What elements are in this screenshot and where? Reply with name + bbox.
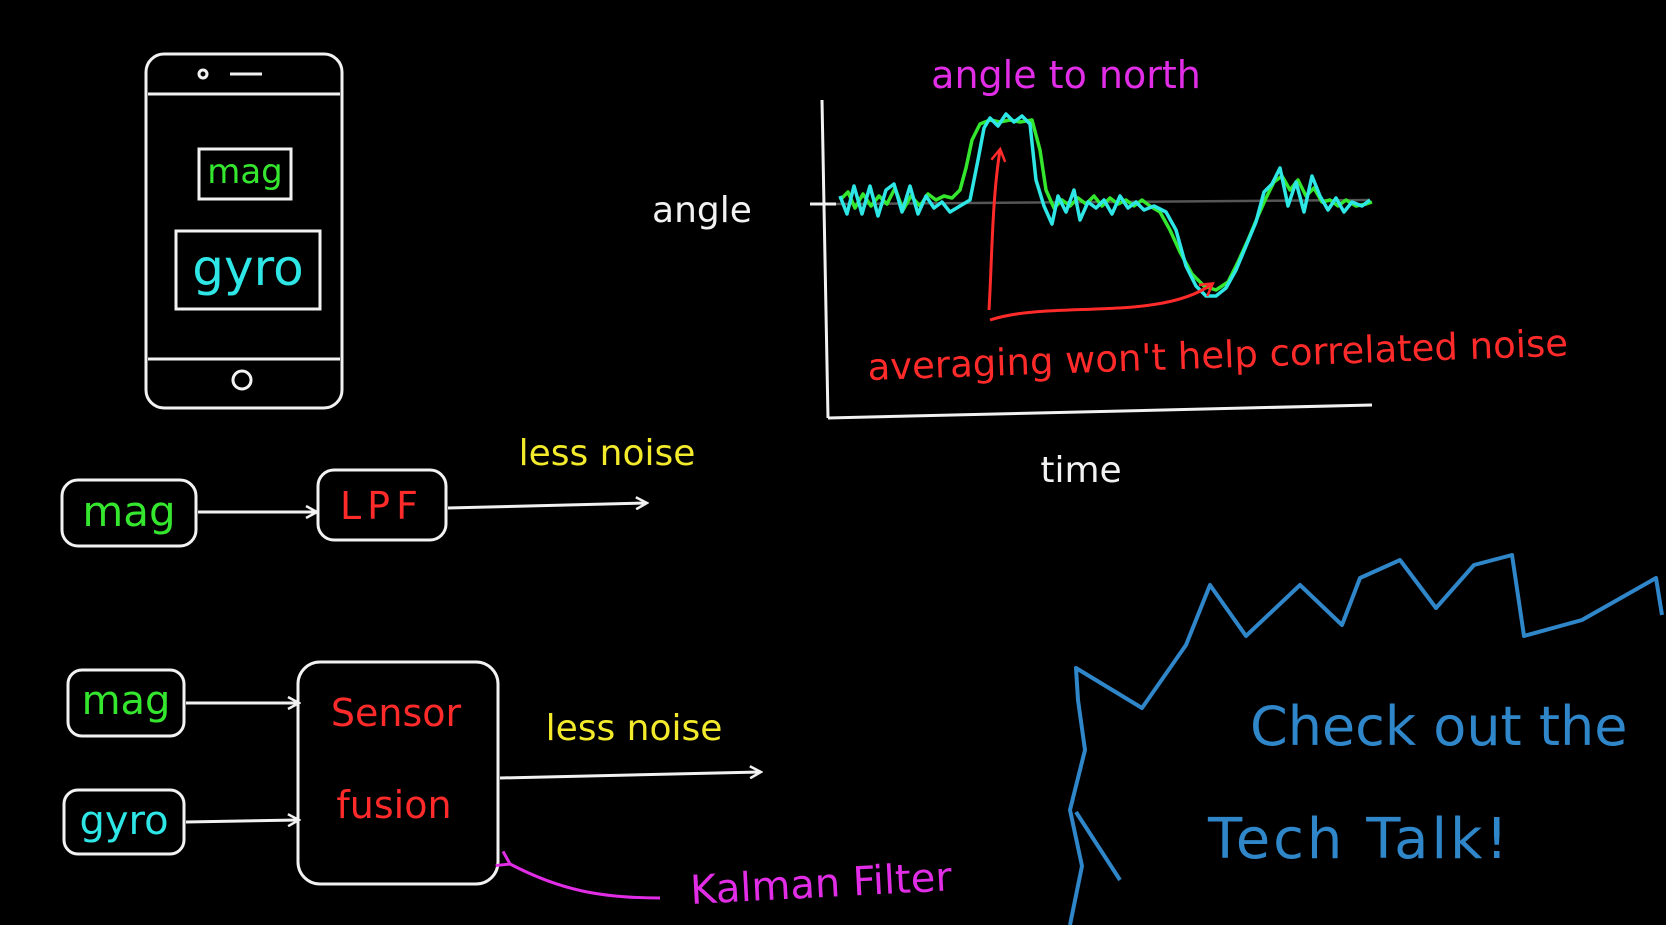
lpf-mag-label: mag — [82, 487, 175, 536]
fusion-chain: mag gyro Sensor fusion less noise Kalman… — [62, 660, 953, 914]
callout-burst-outline — [1068, 553, 1664, 925]
kalman-pointer-arrow — [510, 864, 661, 900]
tech-talk-callout: Check out the Tech Talk! — [1068, 553, 1664, 925]
phone-mag-box — [197, 147, 293, 201]
sensor-fusion-box — [296, 660, 500, 886]
lpf-box — [316, 468, 448, 542]
gyro-signal-line — [838, 112, 1372, 298]
phone-gyro-box — [174, 229, 322, 311]
fusion-output-arrow — [499, 772, 760, 780]
phone-body — [144, 52, 344, 410]
fusion-output-label: less noise — [546, 708, 723, 749]
graph-y-axis — [820, 99, 830, 419]
fusion-mag-label: mag — [82, 678, 171, 724]
fusion-gyro-label: gyro — [79, 798, 168, 844]
lpf-output-arrow — [447, 503, 646, 508]
graph-x-axis-label: time — [1040, 450, 1121, 491]
phone-camera — [197, 68, 209, 80]
phone-drawing — [144, 52, 344, 410]
lpf-output-label: less noise — [519, 433, 696, 474]
correlation-arrow-up — [987, 150, 1000, 311]
graph-x-axis — [827, 403, 1373, 420]
fusion-mag-box — [66, 668, 186, 738]
kalman-filter-label: Kalman Filter — [689, 854, 953, 914]
fusion-gyro-box — [62, 788, 186, 856]
fusion-gyro-arrow — [185, 820, 298, 822]
phone-mag-label: mag — [207, 152, 283, 192]
phone-gyro-label: gyro — [192, 239, 303, 297]
lpf-chain: mag LPF less noise — [60, 433, 696, 548]
sensor-fusion-label-line2: fusion — [336, 783, 451, 827]
callout-line1: Check out the — [1250, 695, 1628, 758]
graph-annotation: averaging won't help correlated noise — [867, 322, 1569, 389]
graph-title: angle to north — [931, 53, 1201, 97]
callout-line2: Tech Talk! — [1207, 807, 1511, 872]
callout-burst-tip — [1074, 810, 1122, 882]
graph-y-axis-label: angle — [652, 190, 752, 231]
angle-graph: angle to north angle time averaging won'… — [652, 53, 1569, 491]
phone-home-button — [231, 369, 253, 391]
lpf-label: LPF — [340, 484, 424, 528]
lpf-mag-box — [60, 478, 198, 548]
sensor-fusion-label-line1: Sensor — [331, 691, 462, 735]
correlation-arrow-right — [989, 284, 1212, 322]
